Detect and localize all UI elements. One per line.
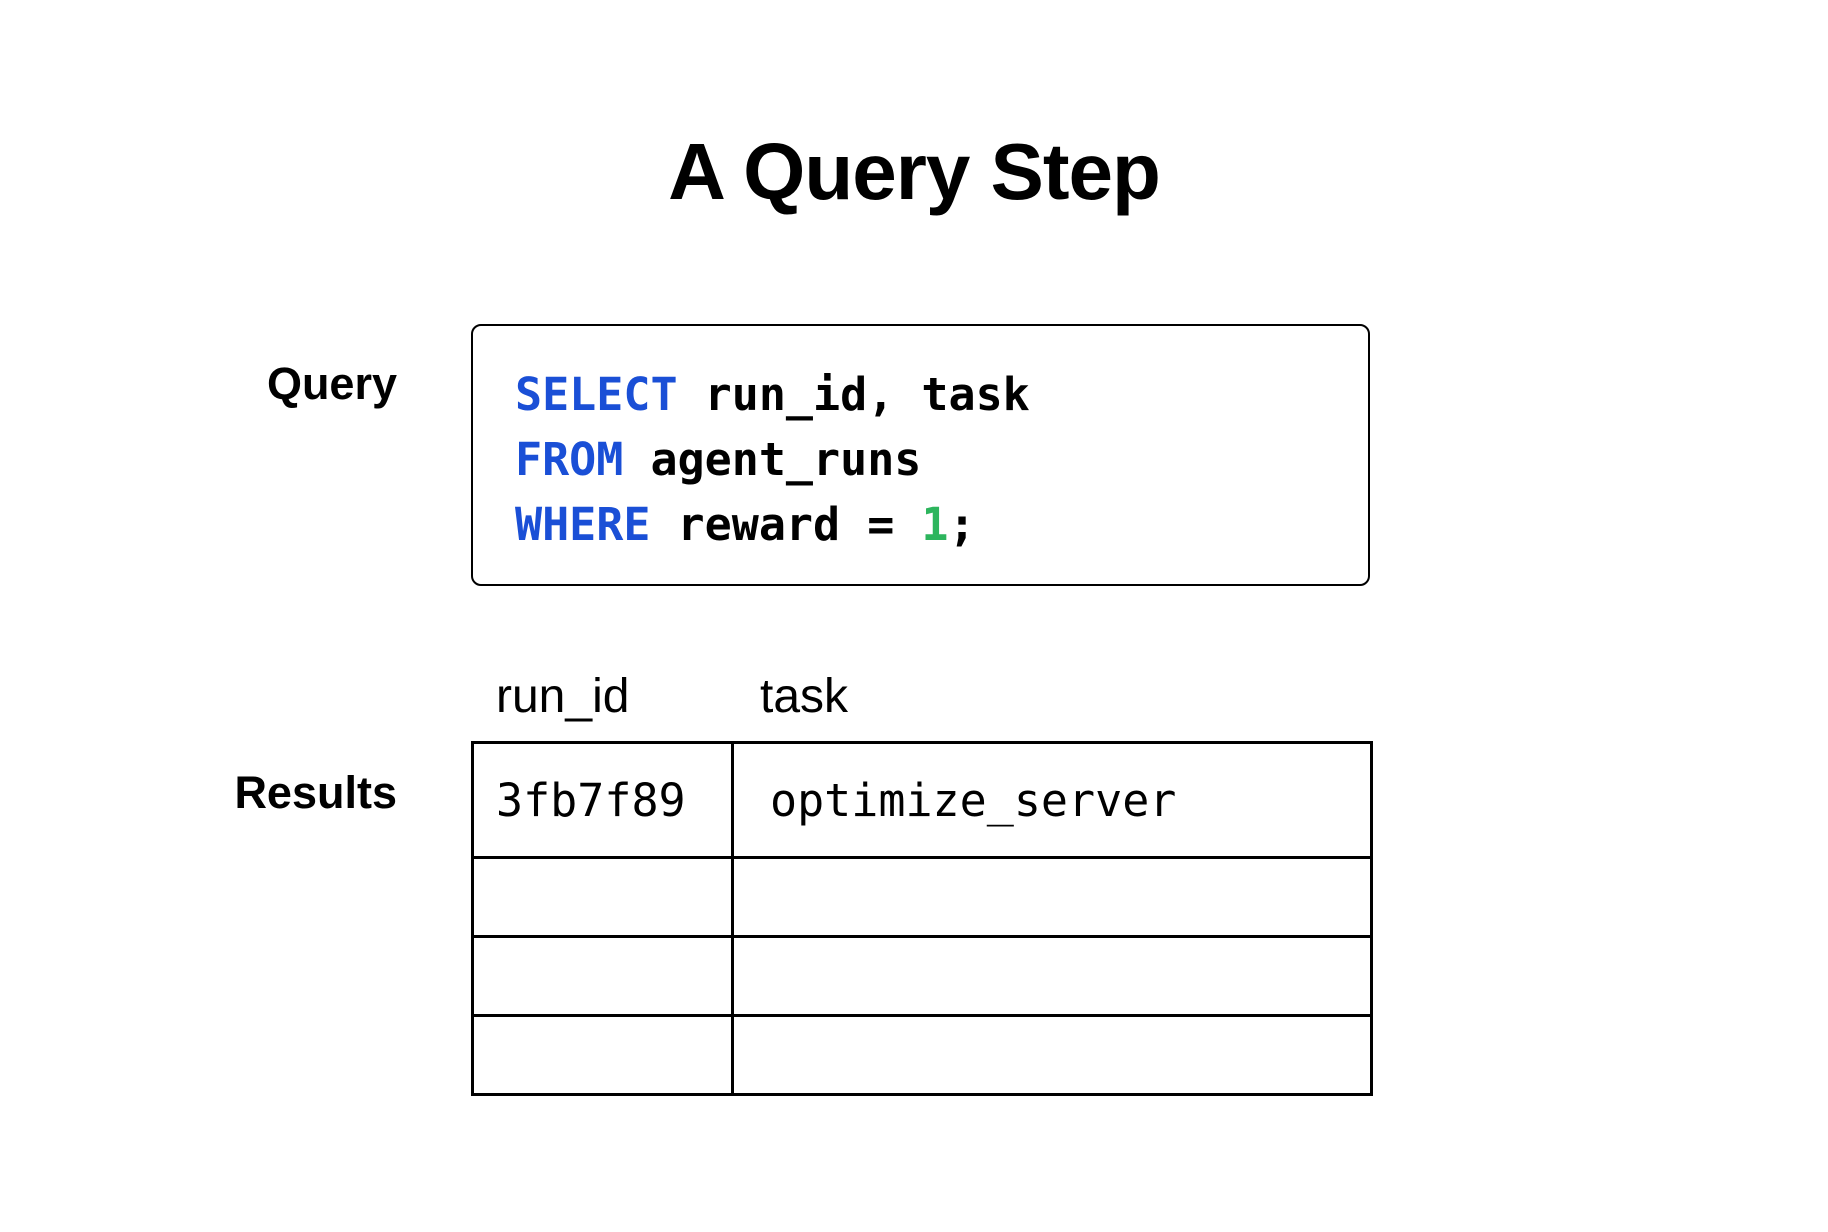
where-value: 1 <box>921 498 949 551</box>
table-row <box>471 1014 1373 1096</box>
code-line-where: WHERE reward = 1; <box>515 492 1368 557</box>
where-condition: reward = <box>650 498 922 551</box>
table-cell-task <box>731 935 1373 1017</box>
table-cell-task <box>731 856 1373 938</box>
column-header-task: task <box>760 670 849 723</box>
statement-terminator: ; <box>948 498 976 551</box>
table-row: 3fb7f89 optimize_server <box>471 741 1373 859</box>
table-cell-run-id: 3fb7f89 <box>471 741 734 859</box>
code-line-select: SELECT run_id, task <box>515 362 1368 427</box>
keyword-select: SELECT <box>515 368 678 421</box>
table-row <box>471 935 1373 1017</box>
table-cell-run-id <box>471 935 734 1017</box>
table-cell-task: optimize_server <box>731 741 1373 859</box>
table-cell-task <box>731 1014 1373 1096</box>
keyword-where: WHERE <box>515 498 651 551</box>
keyword-from: FROM <box>515 433 624 486</box>
page-title: A Query Step <box>668 127 1161 216</box>
select-columns: run_id, task <box>677 368 1030 421</box>
code-line-from: FROM agent_runs <box>515 427 1368 492</box>
column-header-run-id: run_id <box>496 670 630 723</box>
results-table: 3fb7f89 optimize_server <box>471 741 1373 1096</box>
results-label: Results <box>234 767 397 818</box>
query-label: Query <box>266 358 397 409</box>
table-cell-run-id <box>471 1014 734 1096</box>
from-table: agent_runs <box>623 433 922 486</box>
query-code-box: SELECT run_id, task FROM agent_runs WHER… <box>471 324 1370 586</box>
table-row <box>471 856 1373 938</box>
table-cell-run-id <box>471 856 734 938</box>
